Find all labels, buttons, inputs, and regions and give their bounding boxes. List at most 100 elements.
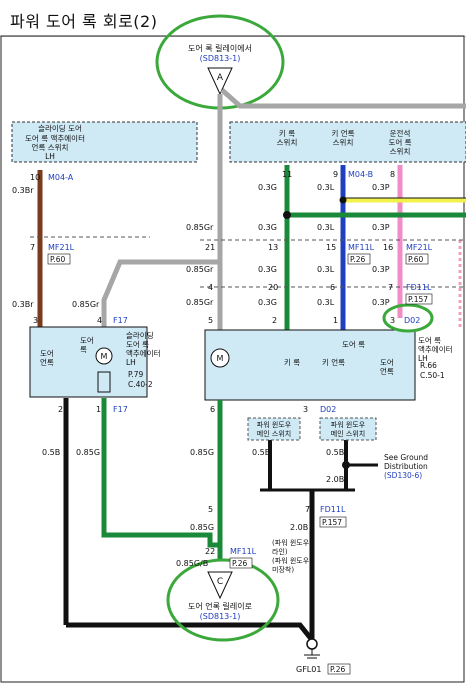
- conn-m04a: M04-A: [48, 173, 74, 182]
- top-connector-label: 도어 록 릴레이에서: [188, 43, 252, 53]
- pin-21: 21: [205, 243, 215, 252]
- ref-p26-lower: P.26: [232, 559, 248, 568]
- bottom-connector-ref: (SD813-1): [200, 612, 241, 621]
- ground-ref-page: P.26: [330, 665, 346, 674]
- wire-label-03p-b: 0.3P: [372, 223, 390, 232]
- right-door-unlock-label-line: 도어: [380, 357, 394, 367]
- top-connector-letter: A: [217, 73, 224, 83]
- ref-p60-mid: P.60: [408, 255, 424, 264]
- left-actuator-ref2: C.40-2: [128, 380, 153, 389]
- pin-4-mid: 4: [208, 283, 213, 292]
- ground-note-line: See Ground: [384, 453, 428, 462]
- right-switch-box: [229, 121, 466, 163]
- conn-d02-top: D02: [404, 316, 420, 325]
- ref-p60-left: P.60: [50, 255, 66, 264]
- left-coil: [97, 371, 111, 393]
- wire-label-03l-c: 0.3L: [317, 265, 335, 274]
- wire-label-03br-2: 0.3Br: [12, 300, 34, 309]
- ground-label: GFL01: [296, 665, 321, 674]
- right-key-lock: 키 록: [284, 358, 300, 367]
- pin-8: 8: [390, 170, 395, 179]
- ground-ref: (SD130-6): [384, 471, 422, 480]
- wire-label-085g-left: 0.85G: [76, 448, 100, 457]
- wire-label-085gr-3: 0.85Gr: [186, 298, 214, 307]
- conn-m04b: M04-B: [348, 170, 373, 179]
- left-actuator-box: [29, 326, 148, 398]
- wire-label-05b-b: 0.5B: [326, 448, 344, 457]
- bottom-connector-label: 도어 언록 릴레이로: [188, 601, 252, 611]
- pin-20: 20: [268, 283, 278, 292]
- wire-gray-left: [101, 259, 220, 330]
- pin-7-mid: 7: [388, 283, 393, 292]
- wire-label-03g-b: 0.3G: [258, 223, 277, 232]
- pin-15: 15: [326, 243, 336, 252]
- ref-box-p60-left: [47, 253, 71, 265]
- pin-22: 22: [205, 547, 215, 556]
- conn-mf21l-left: MF21L: [48, 243, 75, 252]
- driver-switch-label-line: 도어 록: [388, 137, 411, 147]
- pin-16: 16: [383, 243, 393, 252]
- ref-box-p157-mid: [405, 293, 433, 305]
- ref-p26-mid: P.26: [350, 255, 366, 264]
- pin-7-left: 7: [30, 243, 35, 252]
- left-actuator-name-line: 슬라이딩: [126, 330, 154, 340]
- right-door-unlock-label-line: 언록: [380, 366, 394, 376]
- right-actuator-name-line: 도어 록: [418, 335, 441, 345]
- wire-label-20b-lower: 2.0B: [290, 523, 308, 532]
- pin-2-mid: 2: [272, 316, 277, 325]
- highlight-circle-d02: [382, 303, 434, 333]
- wire-green-left: [101, 398, 220, 548]
- wire-label-03g-c: 0.3G: [258, 265, 277, 274]
- ref-p157-lower: P.157: [322, 518, 342, 527]
- wire-label-03l-d: 0.3L: [317, 298, 335, 307]
- left-motor-icon: [95, 347, 113, 365]
- ground-note-line: Distribution: [384, 462, 428, 471]
- wire-label-085gr-2: 0.85Gr: [186, 265, 214, 274]
- pin-10-left: 10: [30, 173, 40, 182]
- wire-label-03br-1: 0.3Br: [12, 186, 34, 195]
- conn-d02-lower: D02: [320, 405, 336, 414]
- left-lock-label-line: 록: [80, 345, 87, 354]
- right-actuator-ref2: C.50-1: [420, 371, 445, 380]
- left-lock-label-line: 도어: [80, 335, 94, 345]
- ground-icon: [306, 638, 318, 650]
- window-note-label-line: (파워 윈도우: [272, 538, 310, 547]
- key-unlock-switch-label-line: 스위치: [333, 138, 354, 147]
- right-actuator-box: [204, 329, 416, 401]
- pin-6-lower: 6: [210, 405, 215, 414]
- right-actuator-name-line: LH: [418, 354, 428, 363]
- conn-fd11l-mid: FD11L: [406, 283, 432, 292]
- left-box-line1: 슬라이딩 도어: [38, 123, 82, 133]
- pin-4-left: 4: [97, 316, 102, 325]
- bottom-connector-letter: C: [217, 577, 223, 587]
- pin-13: 13: [268, 243, 278, 252]
- key-unlock-switch-label-line: 키 언록: [331, 128, 354, 138]
- wire-label-05b-a: 0.5B: [252, 448, 270, 457]
- left-actuator-ref1: P.79: [128, 370, 144, 379]
- bottom-connector-symbol: [207, 571, 233, 600]
- wire-label-085gb: 0.85G/B: [176, 559, 208, 568]
- window-switch-rh-label-line: 메인 스위치: [331, 429, 365, 438]
- key-lock-switch-label-line: 스위치: [277, 138, 298, 147]
- title-bar: 파워 도어 록 회로(2): [0, 0, 466, 37]
- left-switch-box: [11, 121, 198, 163]
- ref-box-p157-lower: [319, 516, 347, 528]
- wire-label-03l-a: 0.3L: [317, 183, 335, 192]
- wire-label-05b-left: 0.5B: [42, 448, 60, 457]
- conn-mf11l-lower: MF11L: [230, 547, 257, 556]
- pin-11: 11: [282, 170, 292, 179]
- wire-label-03g-a: 0.3G: [258, 183, 277, 192]
- window-switch-lh-label-line: 파워 윈도우: [257, 420, 292, 429]
- conn-fd11l-lower: FD11L: [320, 505, 346, 514]
- pin-1-mid: 1: [333, 316, 338, 325]
- page-title: 파워 도어 록 회로(2): [10, 12, 158, 31]
- window-note-label-line: (파워 윈도우: [272, 556, 310, 565]
- wire-label-085g-mid: 0.85G: [190, 448, 214, 457]
- pin-2-left-bottom: 2: [58, 405, 63, 414]
- pin-7-lower: 7: [305, 505, 310, 514]
